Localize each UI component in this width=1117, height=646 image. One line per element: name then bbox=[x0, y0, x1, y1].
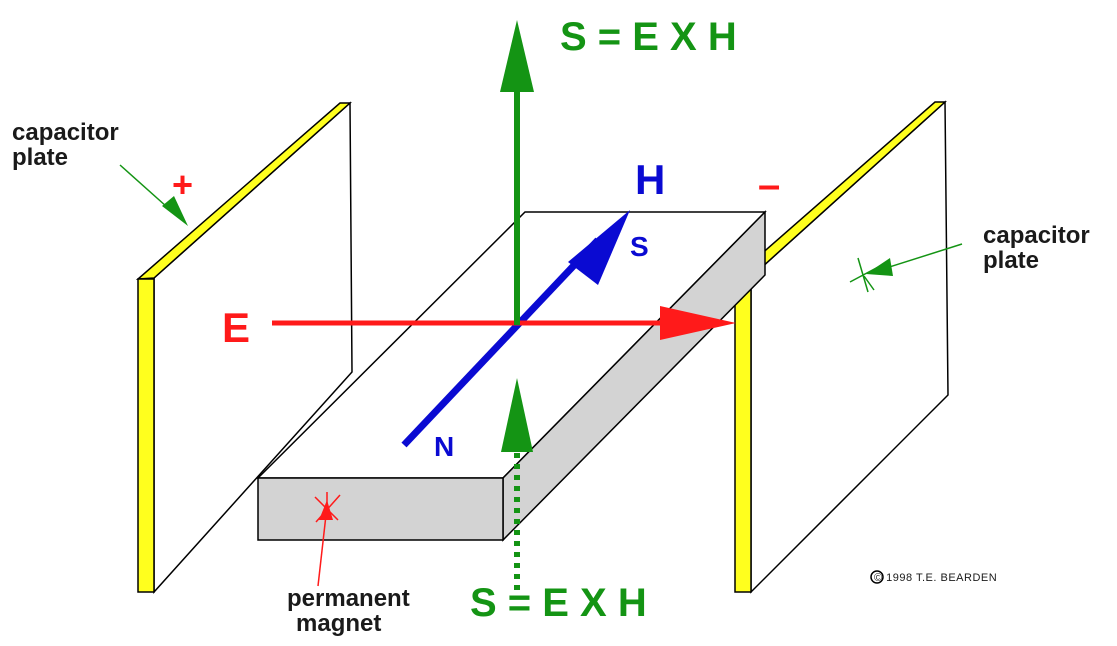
s-bottom-head bbox=[501, 378, 533, 452]
left-plate-front-edge bbox=[137, 278, 155, 593]
n-pole-label: N bbox=[434, 431, 454, 462]
right-plate-label-line1: capacitor bbox=[983, 222, 1090, 249]
right-plate-pointer bbox=[849, 243, 963, 293]
right-plate-mark bbox=[849, 257, 881, 293]
left-plate-label-line1: capacitor bbox=[12, 119, 119, 146]
poynting-label-top: S = E X H bbox=[560, 15, 737, 59]
e-field-arrow bbox=[272, 306, 736, 340]
left-plate-pointer bbox=[119, 164, 188, 226]
permanent-magnet bbox=[256, 210, 767, 542]
right-plate-front-edge bbox=[734, 276, 752, 593]
s-arrow-bottom bbox=[501, 378, 533, 590]
right-capacitor-plate bbox=[733, 100, 949, 594]
magnet-front-face bbox=[257, 477, 504, 541]
right-plate-label-line2: plate bbox=[983, 247, 1039, 274]
minus-sign: – bbox=[758, 163, 780, 207]
copyright-icon bbox=[870, 570, 884, 584]
h-label: H bbox=[635, 156, 665, 203]
s-pole-label: S bbox=[630, 231, 649, 262]
magnet-label-line1: permanent bbox=[287, 585, 410, 612]
right-plate-face bbox=[750, 100, 949, 594]
plus-sign: + bbox=[172, 164, 193, 205]
magnet-pointer bbox=[314, 492, 341, 587]
copyright-text: © 1998 T.E. BEARDEN bbox=[874, 572, 997, 584]
h-arrow-shaft bbox=[401, 237, 601, 448]
h-arrow-head bbox=[568, 210, 630, 285]
s-arrow-top bbox=[500, 20, 534, 325]
magnet-label-line2: magnet bbox=[296, 610, 381, 637]
poynting-label-bottom: S = E X H bbox=[470, 581, 647, 625]
e-arrow-head bbox=[660, 306, 736, 340]
h-field-arrow bbox=[401, 210, 630, 448]
left-capacitor-plate bbox=[135, 101, 353, 594]
e-label: E bbox=[222, 304, 250, 351]
magnet-mark bbox=[314, 492, 341, 523]
left-plate-label-line2: plate bbox=[12, 144, 68, 171]
s-top-head bbox=[500, 20, 534, 92]
